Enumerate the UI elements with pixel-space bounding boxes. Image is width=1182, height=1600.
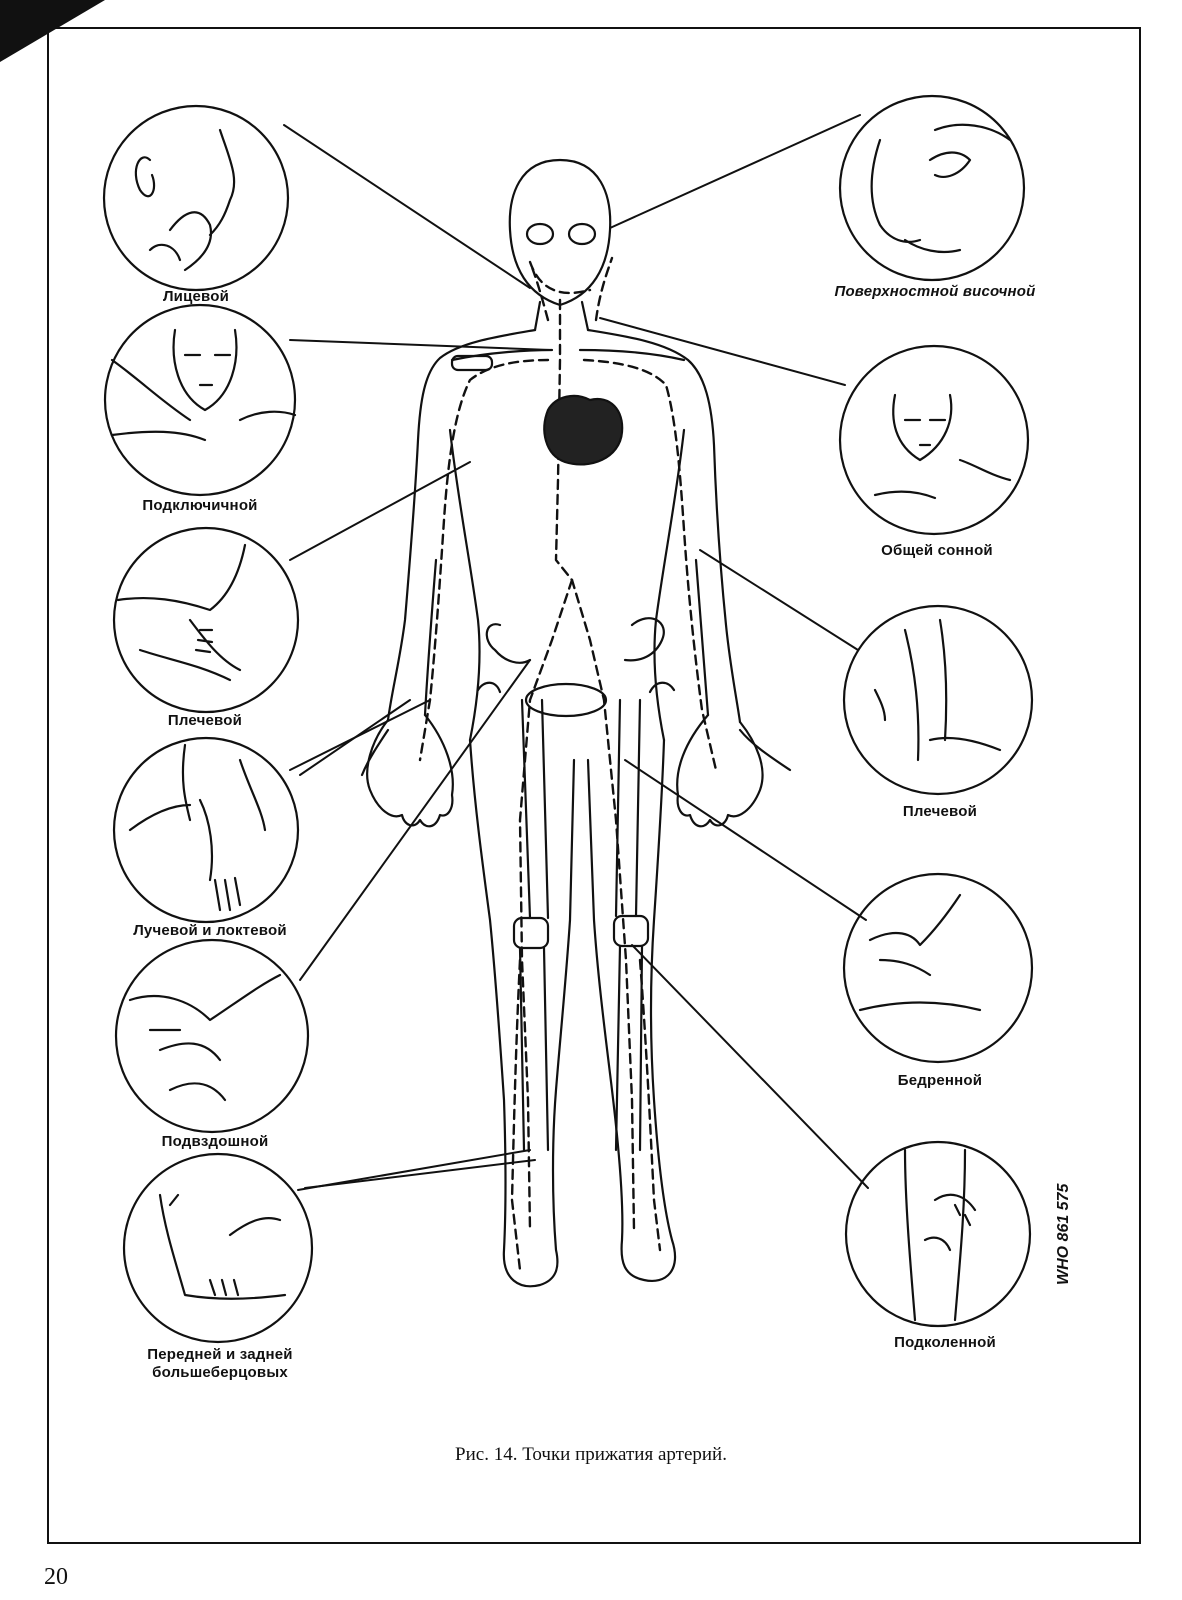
inset-facial <box>102 104 290 292</box>
inset-carotid <box>838 344 1030 536</box>
label-iliac: Подвздошной <box>161 1133 269 1150</box>
label-temporal: Поверхностной височной <box>834 283 1036 300</box>
leader-lines <box>283 114 869 1191</box>
label-carotid: Общей сонной <box>881 542 993 559</box>
corner-mark <box>0 0 105 62</box>
inset-temporal <box>838 94 1026 282</box>
label-popliteal: Подколенной <box>894 1334 996 1351</box>
label-subclavian: Подключичной <box>142 497 258 514</box>
heart <box>543 394 624 466</box>
figure-caption: Рис. 14. Точки прижатия артерий. <box>455 1444 727 1465</box>
inset-popliteal <box>844 1140 1032 1328</box>
inset-femoral <box>842 872 1034 1064</box>
label-femoral: Бедренной <box>897 1072 983 1089</box>
human-body-figure <box>360 158 792 1288</box>
inset-brachial-left <box>112 526 300 714</box>
inset-radial-ulnar <box>112 736 300 924</box>
label-facial: Лицевой <box>162 288 230 305</box>
label-tibial-line1: Передней и задней <box>147 1346 293 1363</box>
figure-code: WHO 861 575 <box>1055 1183 1072 1285</box>
figure-frame <box>47 27 1141 1544</box>
label-tibial-line2: большеберцовых <box>152 1364 288 1381</box>
inset-tibial <box>122 1152 314 1344</box>
label-brachial-right: Плечевой <box>902 803 978 820</box>
inset-brachial-right <box>842 604 1034 796</box>
label-radial-ulnar: Лучевой и локтевой <box>133 922 287 939</box>
label-brachial-left: Плечевой <box>167 712 243 729</box>
inset-iliac <box>114 938 310 1134</box>
page-number: 20 <box>44 1564 68 1590</box>
inset-subclavian <box>103 303 297 497</box>
